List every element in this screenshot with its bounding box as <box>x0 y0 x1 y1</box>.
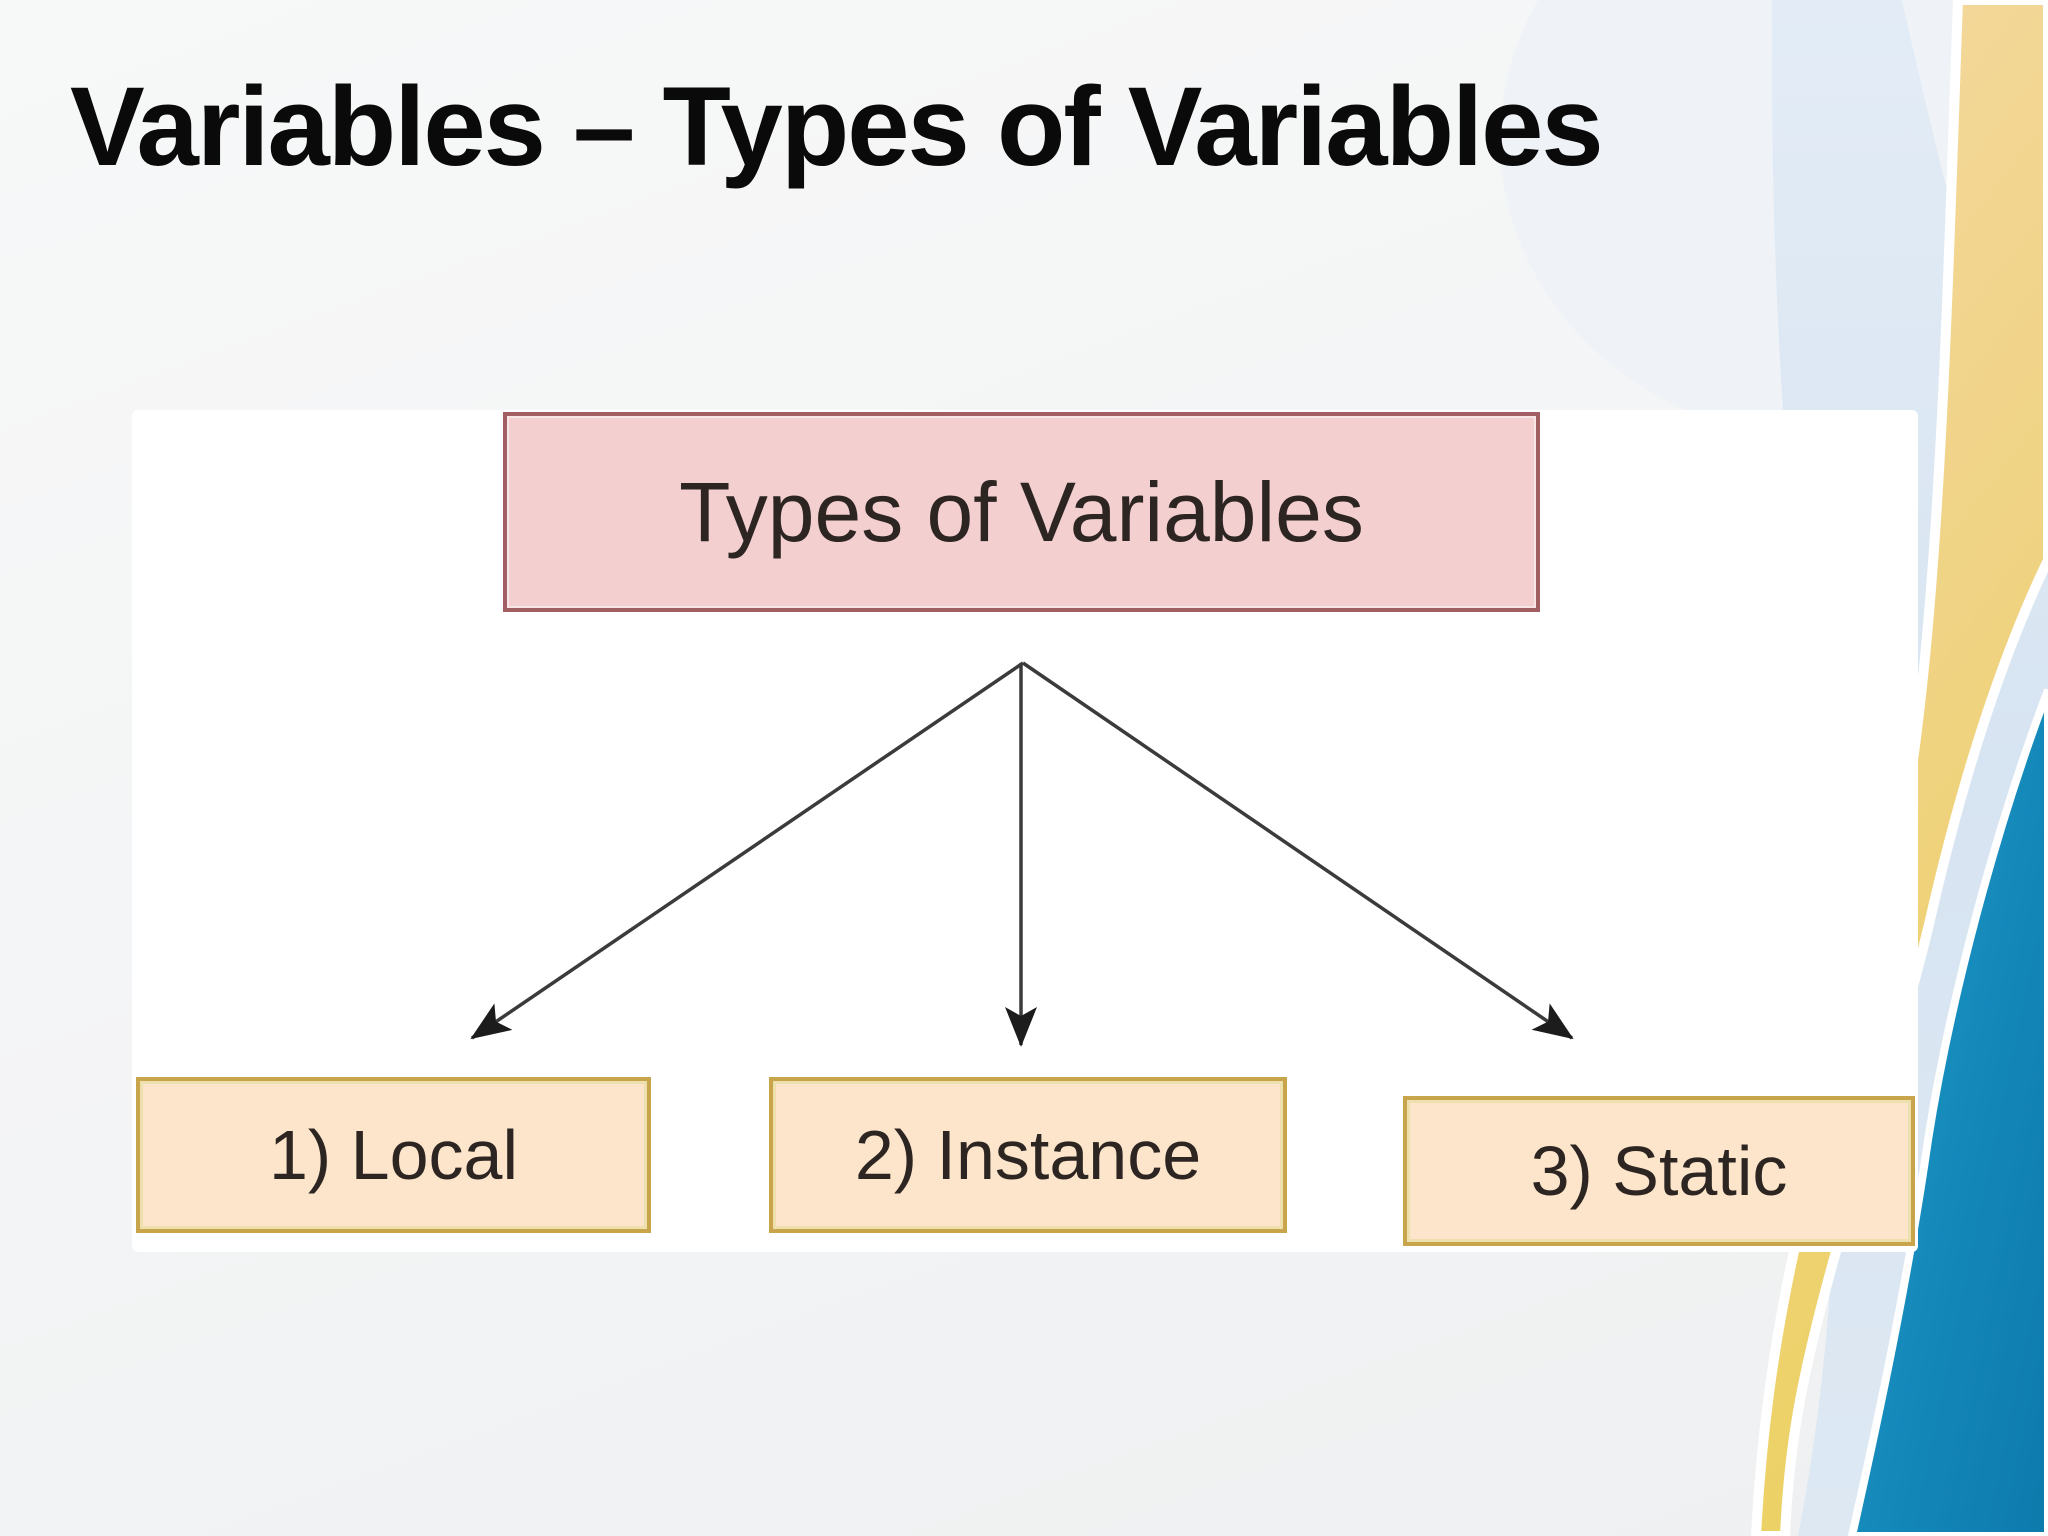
child-box-local: 1) Local <box>136 1077 651 1233</box>
root-box-types-of-variables: Types of Variables <box>503 412 1540 612</box>
child-box-instance: 2) Instance <box>769 1077 1287 1233</box>
child-box-static: 3) Static <box>1403 1096 1915 1246</box>
root-box-label: Types of Variables <box>679 464 1364 559</box>
background-swoosh-teal <box>1847 688 2048 1536</box>
slide-title: Variables – Types of Variables <box>70 64 1604 189</box>
child-box-instance-label: 2) Instance <box>854 1116 1202 1194</box>
child-box-local-label: 1) Local <box>268 1116 519 1194</box>
child-box-static-label: 3) Static <box>1530 1132 1788 1210</box>
